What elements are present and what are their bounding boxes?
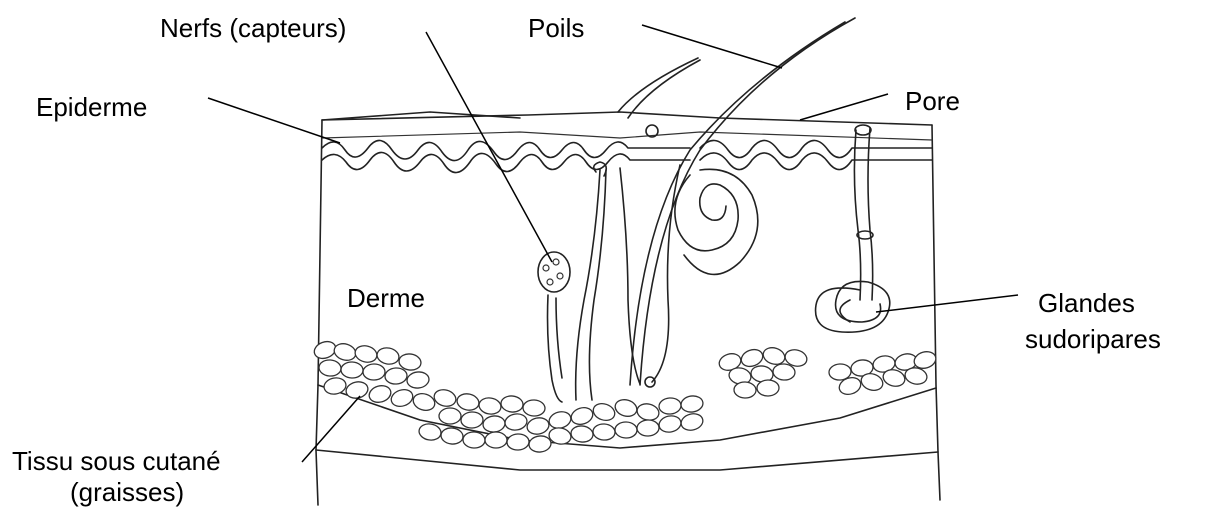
fat-cell — [456, 392, 481, 412]
hair-follicle — [620, 165, 680, 387]
fat-cell — [635, 402, 660, 423]
fat-cell — [463, 431, 486, 448]
fat-cell — [526, 416, 551, 436]
fat-cell — [500, 395, 524, 413]
label-tissu-line1: Tissu sous cutané — [12, 446, 221, 476]
nerfs-leader — [426, 32, 552, 262]
fat-cell — [439, 408, 461, 424]
label-poils: Poils — [528, 13, 584, 43]
fat-cell — [363, 364, 385, 380]
fat-cell — [658, 397, 681, 415]
fat-cell — [613, 397, 639, 418]
fat-cell — [569, 405, 595, 427]
pore-leader — [800, 94, 888, 120]
fat-cell — [432, 387, 457, 408]
fat-cell — [570, 425, 594, 444]
fat-cell — [353, 344, 378, 365]
fat-cell — [523, 399, 546, 416]
label-epiderme: Epiderme — [36, 92, 147, 122]
fat-cell — [344, 380, 369, 401]
fat-cell — [485, 432, 507, 448]
fat-cell — [507, 433, 530, 450]
sweat-gland — [816, 125, 890, 332]
fat-cell — [411, 391, 437, 413]
label-glandes-line1: Glandes — [1038, 288, 1135, 318]
fat-cell — [637, 420, 660, 437]
fat-cell — [658, 414, 683, 434]
fat-cell — [332, 341, 358, 363]
epiderme-leader — [208, 98, 340, 143]
nerves — [538, 162, 606, 402]
fat-cell — [680, 395, 704, 414]
fat-cell — [461, 411, 484, 428]
leader-lines — [208, 25, 1018, 462]
glandes-leader — [876, 295, 1018, 312]
label-glandes-line2: sudoripares — [1025, 324, 1161, 354]
label-nerfs: Nerfs (capteurs) — [160, 13, 346, 43]
fat-cell — [341, 362, 364, 379]
fat-cell — [591, 401, 617, 423]
fat-cell — [482, 415, 506, 433]
fat-cell — [478, 396, 502, 415]
coiled-gland-upper — [675, 169, 758, 274]
fat-cell — [734, 382, 757, 399]
fat-cell — [615, 422, 637, 438]
fat-cells — [312, 339, 938, 453]
label-pore: Pore — [905, 86, 960, 116]
fat-cell — [440, 427, 464, 445]
fat-cell — [592, 423, 615, 440]
fat-cell — [318, 359, 341, 377]
fat-cell — [757, 380, 779, 396]
poils-leader — [642, 25, 782, 68]
fat-cell — [376, 346, 401, 366]
epidermis-layer — [322, 132, 932, 173]
fat-cell — [323, 376, 347, 396]
fat-cell — [389, 387, 415, 409]
fat-cell — [528, 435, 552, 453]
fat-cell — [384, 367, 407, 384]
fat-cell — [679, 412, 704, 433]
fat-cell — [504, 412, 528, 431]
fat-cell — [367, 383, 393, 404]
label-tissu-line2: (graisses) — [70, 477, 184, 507]
fat-cell — [406, 371, 430, 390]
label-derme: Derme — [347, 283, 425, 313]
fat-cell — [418, 422, 442, 441]
